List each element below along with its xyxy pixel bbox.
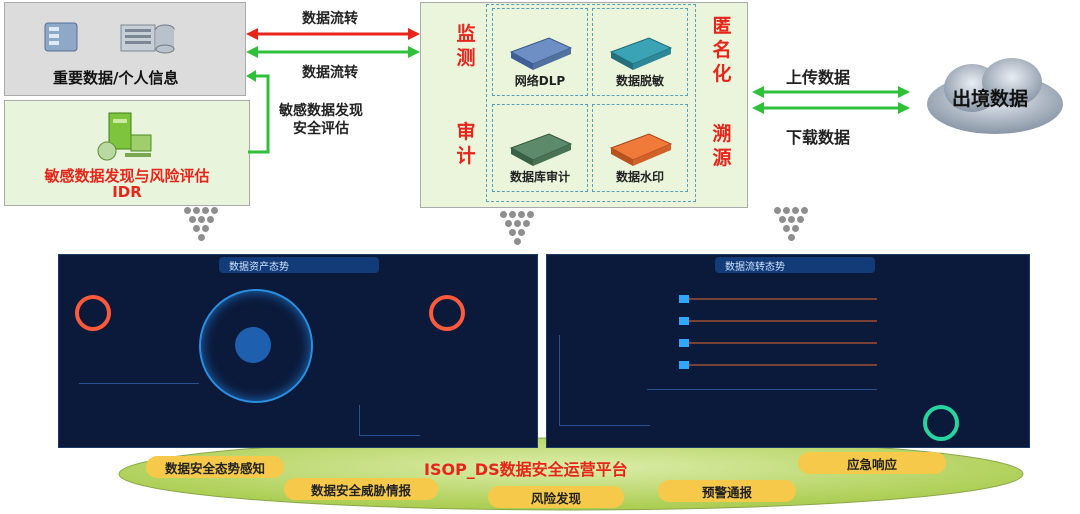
important-data-label: 重要数据/个人信息 [53, 69, 179, 87]
flow-label-bottom: 数据流转 [302, 65, 358, 81]
vertical-label-audit: 审计 [456, 121, 476, 167]
asset-dashboard-header [219, 257, 379, 273]
asset-dashboard: 数据资产态势 [58, 254, 538, 448]
flow-dashboard-title: 数据流转态势 [725, 262, 785, 273]
cell-label: 数据水印 [615, 170, 664, 184]
flow-ring-gauge [923, 405, 959, 441]
important-data-box: 重要数据/个人信息 [4, 2, 246, 96]
data-watermark-device-icon [609, 133, 673, 166]
controls-grid [486, 4, 696, 202]
cell-data-watermark: 数据水印 [592, 104, 688, 192]
vertical-label-monitor: 监测 [456, 23, 476, 69]
download-label: 下载数据 [786, 128, 851, 147]
feedback-label-line2: 安全评估 [293, 121, 349, 137]
flow-label-top: 数据流转 [302, 11, 358, 27]
flow-event-table [647, 389, 877, 440]
storage-array-icon [119, 17, 177, 55]
cell-db-audit: 数据库审计 [492, 104, 588, 192]
pill-warning-notice[interactable]: 预警通报 [658, 480, 796, 502]
feedback-label: 敏感数据发现 安全评估 [270, 102, 372, 138]
idr-subtitle: IDR [112, 183, 142, 201]
asset-radar-core [235, 327, 271, 363]
flow-dashboard: 数据流转态势 [546, 254, 1030, 448]
server-icon [41, 17, 83, 55]
upload-label: 上传数据 [786, 68, 851, 87]
asset-trend-chart [359, 405, 420, 436]
cell-network-dlp: 网络DLP [492, 8, 588, 96]
cell-label: 数据库审计 [509, 170, 570, 184]
asset-list [79, 383, 199, 434]
flow-arrows [246, 28, 420, 58]
db-audit-device-icon [509, 133, 573, 166]
pill-risk-discovery[interactable]: 风险发现 [488, 486, 624, 508]
vertical-label-anonymize: 匿名化 [712, 15, 732, 85]
flow-trend-chart [559, 335, 650, 426]
data-masking-device-icon [609, 37, 673, 70]
pill-situational-awareness[interactable]: 数据安全态势感知 [146, 456, 284, 478]
flow-dashboard-header [715, 257, 875, 273]
left-ring-gauge [75, 295, 111, 331]
cell-label: 数据脱敏 [615, 74, 664, 88]
cell-label: 网络DLP [514, 74, 566, 88]
security-controls-box [420, 2, 748, 208]
platform-title: ISOP_DS数据安全运营平台 [424, 460, 628, 479]
upload-download-arrows [752, 86, 910, 114]
network-dlp-device-icon [509, 37, 573, 70]
vertical-label-trace: 溯源 [712, 123, 732, 169]
asset-radar [199, 289, 313, 403]
idr-title: 敏感数据发现与风险评估 [44, 167, 210, 185]
flow-lines [677, 293, 887, 385]
right-ring-gauge [429, 295, 465, 331]
computer-icon [95, 109, 155, 165]
dots-right [766, 206, 816, 242]
asset-dashboard-title: 数据资产态势 [229, 262, 289, 273]
idr-box: 敏感数据发现与风险评估 IDR [4, 100, 250, 206]
pill-threat-intel[interactable]: 数据安全威胁情报 [284, 478, 438, 500]
dots-left [176, 206, 226, 242]
cloud-shape [927, 58, 1063, 134]
pill-emergency-response[interactable]: 应急响应 [798, 452, 946, 474]
cell-data-masking: 数据脱敏 [592, 8, 688, 96]
feedback-arrow [246, 70, 270, 154]
cloud-label: 出境数据 [952, 88, 1029, 110]
dots-center [492, 210, 542, 246]
feedback-label-line1: 敏感数据发现 [279, 103, 363, 119]
